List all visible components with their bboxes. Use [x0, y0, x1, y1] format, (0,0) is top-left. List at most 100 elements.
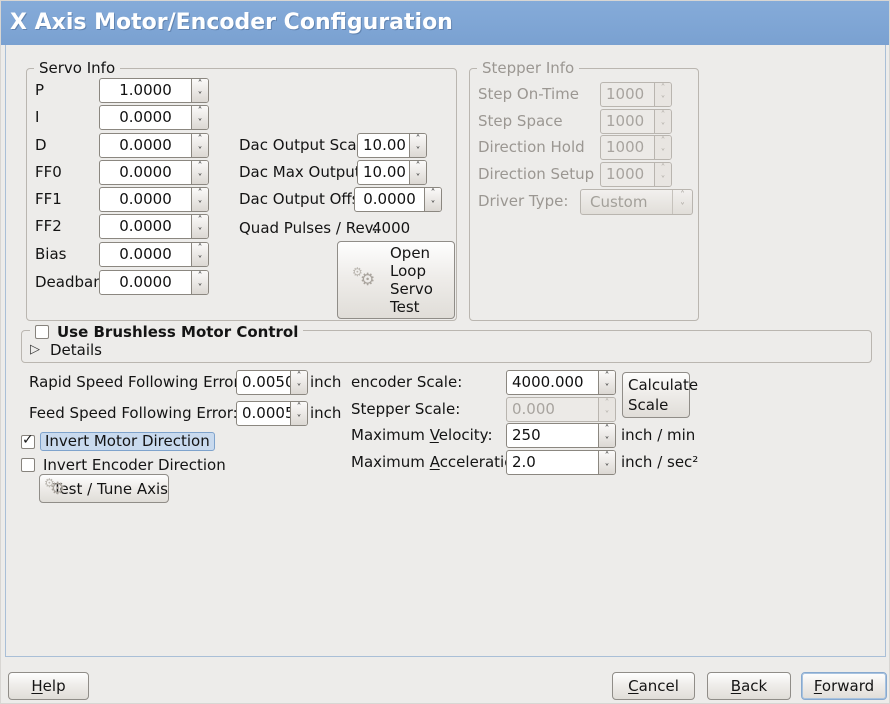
dac-output-scale-spinbox[interactable]: 10.00 ˄˅	[357, 133, 427, 158]
spin-up-icon[interactable]: ˄	[296, 371, 302, 382]
spin-down-icon[interactable]: ˅	[197, 254, 203, 266]
gears-icon: ⚙ ⚙	[352, 265, 376, 290]
ff2-label: FF2	[35, 217, 62, 235]
ff2-spinbox[interactable]: 0.0000 ˄˅	[99, 214, 209, 239]
spin-down-icon[interactable]: ˅	[296, 382, 302, 394]
p-label: P	[35, 81, 45, 99]
rapid-following-error-input[interactable]: 0.0050	[242, 373, 290, 391]
maximum-acceleration-input[interactable]: 2.0	[512, 453, 536, 471]
details-label: Details	[50, 341, 103, 359]
spin-up-icon[interactable]: ˄	[604, 451, 610, 462]
ff1-spinbox[interactable]: 0.0000 ˄˅	[99, 187, 209, 212]
step-on-time-label: Step On-Time	[478, 85, 579, 103]
test-tune-axis-button[interactable]: ⚙ ⚙ Test / Tune Axis	[39, 474, 169, 503]
p-spinbox[interactable]: 1.0000 ˄˅	[99, 78, 209, 103]
ff1-input[interactable]: 0.0000	[119, 190, 172, 208]
deadband-spinbox[interactable]: 0.0000 ˄˅	[99, 270, 209, 295]
spin-up-icon[interactable]: ˄	[197, 188, 203, 199]
back-button[interactable]: Back	[707, 672, 791, 700]
spin-down-icon[interactable]: ˅	[415, 172, 421, 184]
dac-output-offset-input[interactable]: 0.0000	[363, 190, 416, 208]
spin-down-icon: ˅	[660, 121, 666, 133]
maximum-acceleration-spinbox[interactable]: 2.0 ˄˅	[506, 450, 616, 475]
invert-motor-direction-row: ✓ Invert Motor Direction	[21, 432, 215, 451]
spin-up-icon: ˄	[660, 83, 666, 94]
spin-down-icon[interactable]: ˅	[415, 145, 421, 157]
cancel-button[interactable]: Cancel	[612, 672, 695, 700]
use-brushless-checkbox[interactable]	[35, 325, 49, 339]
dac-max-output-spinbox[interactable]: 10.00 ˄˅	[357, 160, 427, 185]
invert-motor-label[interactable]: Invert Motor Direction	[40, 432, 215, 451]
spin-up-icon[interactable]: ˄	[197, 106, 203, 117]
spin-up-icon[interactable]: ˄	[197, 161, 203, 172]
maximum-velocity-input[interactable]: 250	[512, 426, 541, 444]
spin-down-icon[interactable]: ˅	[430, 199, 436, 211]
spin-down-icon[interactable]: ˅	[197, 282, 203, 294]
forward-button[interactable]: Forward	[801, 672, 887, 700]
d-spinbox[interactable]: 0.0000 ˄˅	[99, 133, 209, 158]
spin-down-icon[interactable]: ˅	[197, 226, 203, 238]
spin-down-icon[interactable]: ˅	[197, 145, 203, 157]
d-input[interactable]: 0.0000	[119, 136, 172, 154]
ff0-spinbox[interactable]: 0.0000 ˄˅	[99, 160, 209, 185]
spin-down-icon[interactable]: ˅	[604, 435, 610, 447]
bias-label: Bias	[35, 245, 67, 263]
expander-arrow-icon[interactable]: ▷	[30, 342, 40, 357]
spin-down-icon[interactable]: ˅	[296, 413, 302, 425]
details-expander[interactable]: ▷ Details	[30, 339, 102, 361]
feed-following-error-spinbox[interactable]: 0.0005 ˄˅	[236, 401, 308, 426]
rapid-following-error-spinbox[interactable]: 0.0050 ˄˅	[236, 370, 308, 395]
brushless-frame: Use Brushless Motor Control ▷ Details	[21, 323, 872, 363]
invert-motor-checkbox[interactable]: ✓	[21, 432, 35, 449]
direction-hold-spinbox: 1000 ˄˅	[600, 135, 672, 160]
dac-output-scale-label: Dac Output Scale:	[239, 136, 376, 154]
spin-up-icon[interactable]: ˄	[197, 79, 203, 90]
maximum-velocity-unit: inch / min	[621, 426, 696, 444]
maximum-velocity-spinbox[interactable]: 250 ˄˅	[506, 423, 616, 448]
servo-info-frame-label: Servo Info	[34, 58, 121, 78]
spin-up-icon[interactable]: ˄	[415, 134, 421, 145]
bias-input[interactable]: 0.0000	[119, 245, 172, 263]
spin-down-icon[interactable]: ˅	[197, 172, 203, 184]
ff2-input[interactable]: 0.0000	[119, 217, 172, 235]
feed-following-error-input[interactable]: 0.0005	[242, 404, 290, 422]
dac-max-output-label: Dac Max Output:	[239, 163, 366, 181]
i-spinbox[interactable]: 0.0000 ˄˅	[99, 105, 209, 130]
i-label: I	[35, 108, 40, 126]
spin-up-icon[interactable]: ˄	[197, 215, 203, 226]
open-loop-servo-test-button[interactable]: ⚙ ⚙ Open Loop Servo Test	[337, 241, 455, 319]
spin-up-icon[interactable]: ˄	[296, 402, 302, 413]
combo-arrows-icon: ˄˅	[672, 190, 692, 214]
spin-up-icon[interactable]: ˄	[430, 188, 436, 199]
spin-up-icon[interactable]: ˄	[604, 424, 610, 435]
spin-up-icon[interactable]: ˄	[197, 134, 203, 145]
use-brushless-label: Use Brushless Motor Control	[57, 323, 299, 341]
invert-encoder-label[interactable]: Invert Encoder Direction	[43, 456, 226, 474]
ff0-input[interactable]: 0.0000	[119, 163, 172, 181]
spin-down-icon[interactable]: ˅	[604, 382, 610, 394]
dac-max-output-input[interactable]: 10.00	[363, 163, 406, 181]
gears-icon: ⚙ ⚙	[44, 475, 66, 499]
invert-encoder-checkbox[interactable]	[21, 458, 35, 472]
help-button[interactable]: Help	[8, 672, 89, 700]
spin-down-icon[interactable]: ˅	[197, 199, 203, 211]
calculate-scale-button[interactable]: Calculate Scale	[622, 372, 698, 418]
encoder-scale-spinbox[interactable]: 4000.000 ˄˅	[506, 370, 616, 395]
p-input[interactable]: 1.0000	[119, 81, 172, 99]
dac-output-scale-input[interactable]: 10.00	[363, 136, 406, 154]
spin-up-icon[interactable]: ˄	[197, 243, 203, 254]
bias-spinbox[interactable]: 0.0000 ˄˅	[99, 242, 209, 267]
spin-down-icon[interactable]: ˅	[197, 90, 203, 102]
deadband-label: Deadband	[35, 273, 113, 291]
spin-up-icon[interactable]: ˄	[197, 271, 203, 282]
spin-down-icon[interactable]: ˅	[604, 462, 610, 474]
invert-encoder-direction-row: Invert Encoder Direction	[21, 456, 226, 474]
spin-up-icon[interactable]: ˄	[415, 161, 421, 172]
spin-down-icon[interactable]: ˅	[197, 117, 203, 129]
deadband-input[interactable]: 0.0000	[119, 273, 172, 291]
spin-up-icon[interactable]: ˄	[604, 371, 610, 382]
encoder-scale-input[interactable]: 4000.000	[512, 373, 584, 391]
spin-down-icon: ˅	[660, 147, 666, 159]
dac-output-offset-spinbox[interactable]: 0.0000 ˄˅	[354, 187, 442, 212]
i-input[interactable]: 0.0000	[119, 108, 172, 126]
